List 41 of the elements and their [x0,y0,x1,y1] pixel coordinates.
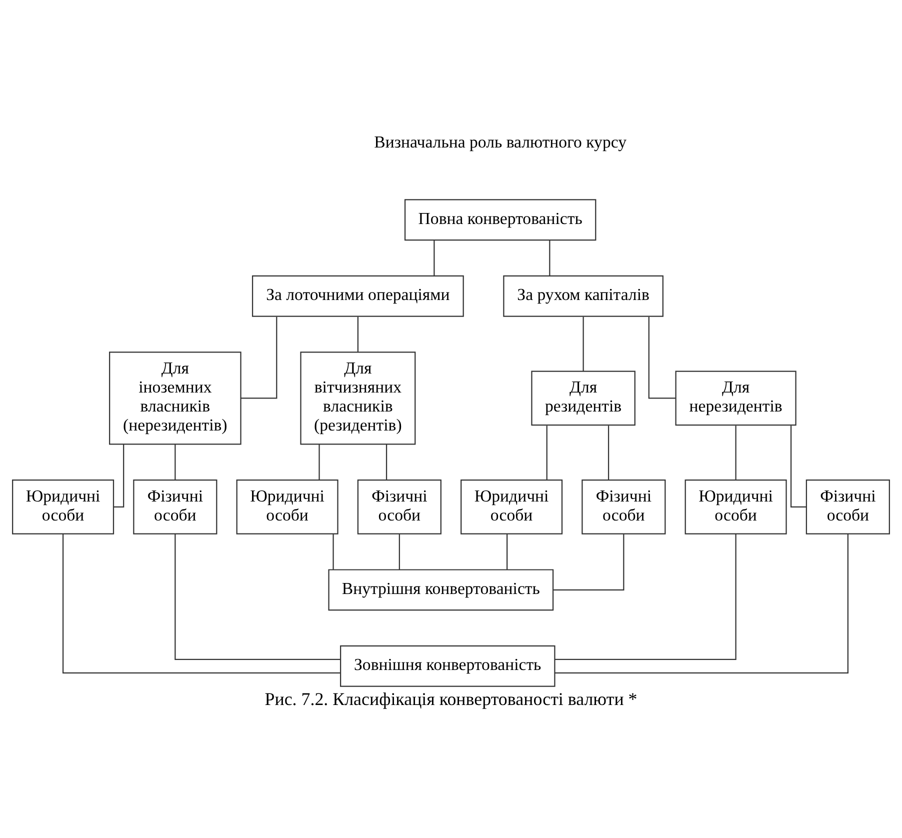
connector [554,534,624,590]
connector [62,534,340,673]
connector [318,444,320,480]
node-box: Юридичні особи [460,479,563,534]
label: Визначальна роль валютного курсу [374,132,626,152]
node-box: За лоточними операціями [252,274,464,316]
connector [174,444,176,480]
node-box: Для резидентів [531,370,636,426]
connector [582,316,584,370]
connector [790,425,806,508]
connector [357,316,358,352]
connector [549,240,550,276]
connector [546,425,548,480]
connector [608,425,610,480]
connector [554,533,736,660]
connector [648,316,676,398]
node-box: Фізичні особи [806,479,890,534]
node-box: За рухом капіталів [503,274,664,316]
node-box: Для іноземних власників (нерезидентів) [109,351,242,444]
connector [398,534,400,570]
node-box: Повна конвертованість [404,198,596,240]
node-box: Юридичні особи [12,479,114,534]
connector [174,533,340,660]
node-box: Для вітчизняних власників (резидентів) [300,351,416,444]
node-box: Фізичні особи [133,479,218,534]
connector [332,534,334,570]
node-box: Юридичні особи [684,479,787,534]
node-box: Фізичні особи [582,479,666,534]
connector [554,534,848,673]
connector [434,240,435,276]
connector [386,444,388,480]
connector [240,316,278,398]
connector [735,425,736,480]
node-box: Фізичні особи [357,479,442,534]
node-box: Зовнішня конвертованість [340,644,556,686]
connector [506,534,508,570]
node-box: Для нерезидентів [675,370,796,426]
connector [114,444,124,508]
node-box: Внутрішня конвертованість [328,568,554,610]
caption: Рис. 7.2. Класифікація конвертованості валюти * [264,688,638,709]
node-box: Юридичні особи [236,479,338,534]
